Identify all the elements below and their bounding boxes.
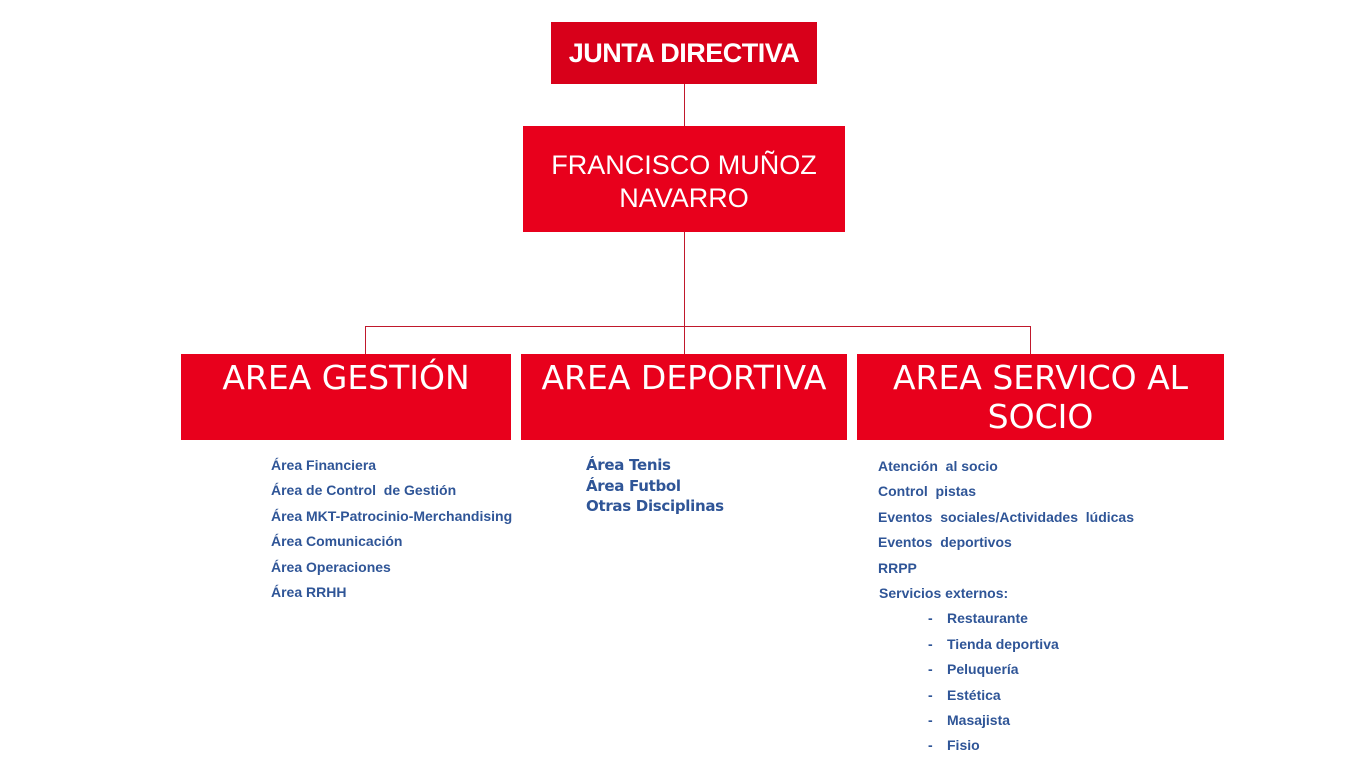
connector-horizontal-bus: [365, 326, 1031, 327]
area-socio-box: AREA SERVICO AL SOCIO: [857, 354, 1224, 440]
area-socio-list: Atención al socio Control pistas Eventos…: [878, 454, 1134, 759]
list-item: Servicios externos:: [879, 585, 1009, 602]
connector-to-socio: [1030, 326, 1031, 354]
junta-directiva-box: JUNTA DIRECTIVA: [551, 22, 817, 84]
dash-marker: -: [928, 712, 933, 729]
area-gestion-title: AREA GESTIÓN: [222, 358, 470, 397]
sub-list-item: -Fisio: [878, 733, 1134, 758]
list-item: Área Tenis: [586, 456, 671, 474]
list-item: Control pistas: [878, 483, 977, 500]
sub-list-label: Restaurante: [947, 610, 1028, 627]
list-item: Área Operaciones: [271, 558, 391, 575]
dash-marker: -: [928, 737, 933, 754]
sub-list-label: Peluquería: [947, 661, 1019, 678]
sub-list-label: Estética: [947, 686, 1001, 703]
dash-marker: -: [928, 661, 933, 678]
connector-director-areas: [684, 232, 685, 354]
area-socio-title: AREA SERVICO AL SOCIO: [892, 358, 1189, 436]
dash-marker: -: [928, 686, 933, 703]
sub-list-item: -Masajista: [878, 708, 1134, 733]
dash-marker: -: [928, 610, 933, 627]
sub-list-item: -Tienda deportiva: [878, 632, 1134, 657]
junta-directiva-label: JUNTA DIRECTIVA: [568, 37, 800, 68]
list-item: Área Futbol: [586, 476, 681, 495]
connector-junta-director: [684, 84, 685, 126]
area-deportiva-title: AREA DEPORTIVA: [541, 358, 827, 397]
list-item: Área Comunicación: [271, 533, 403, 550]
area-deportiva-list: Área Tenis Área Futbol Otras Disciplinas: [586, 455, 724, 517]
area-gestion-list: Área Financiera Área de Control de Gesti…: [271, 453, 512, 605]
sub-list-label: Masajista: [947, 712, 1011, 729]
list-item: Área Financiera: [271, 457, 377, 473]
sub-list-item: -Peluquería: [878, 657, 1134, 682]
sub-list-item: -Estética: [878, 683, 1134, 708]
list-item: Atención al socio: [878, 458, 998, 474]
dash-marker: -: [928, 635, 933, 652]
list-item: RRPP: [878, 559, 917, 576]
connector-to-gestion: [365, 326, 366, 354]
sub-list-label: Tienda deportiva: [947, 635, 1059, 652]
list-item: Eventos sociales/Actividades lúdicas: [878, 508, 1134, 525]
director-name-line1: FRANCISCO MUÑOZ: [551, 150, 817, 180]
director-name-line2: NAVARRO: [619, 183, 749, 213]
sub-list-item: -Restaurante: [878, 606, 1134, 631]
area-deportiva-box: AREA DEPORTIVA: [521, 354, 847, 440]
sub-list-label: Fisio: [947, 737, 980, 754]
director-box: FRANCISCO MUÑOZ NAVARRO: [523, 126, 845, 232]
list-item: Otras Disciplinas: [586, 497, 724, 515]
list-item: Área de Control de Gestión: [271, 482, 457, 499]
area-gestion-box: AREA GESTIÓN: [181, 354, 511, 440]
list-item: Área RRHH: [271, 584, 347, 601]
list-item: Área MKT-Patrocinio-Merchandising: [271, 507, 513, 524]
list-item: Eventos deportivos: [878, 534, 1012, 551]
